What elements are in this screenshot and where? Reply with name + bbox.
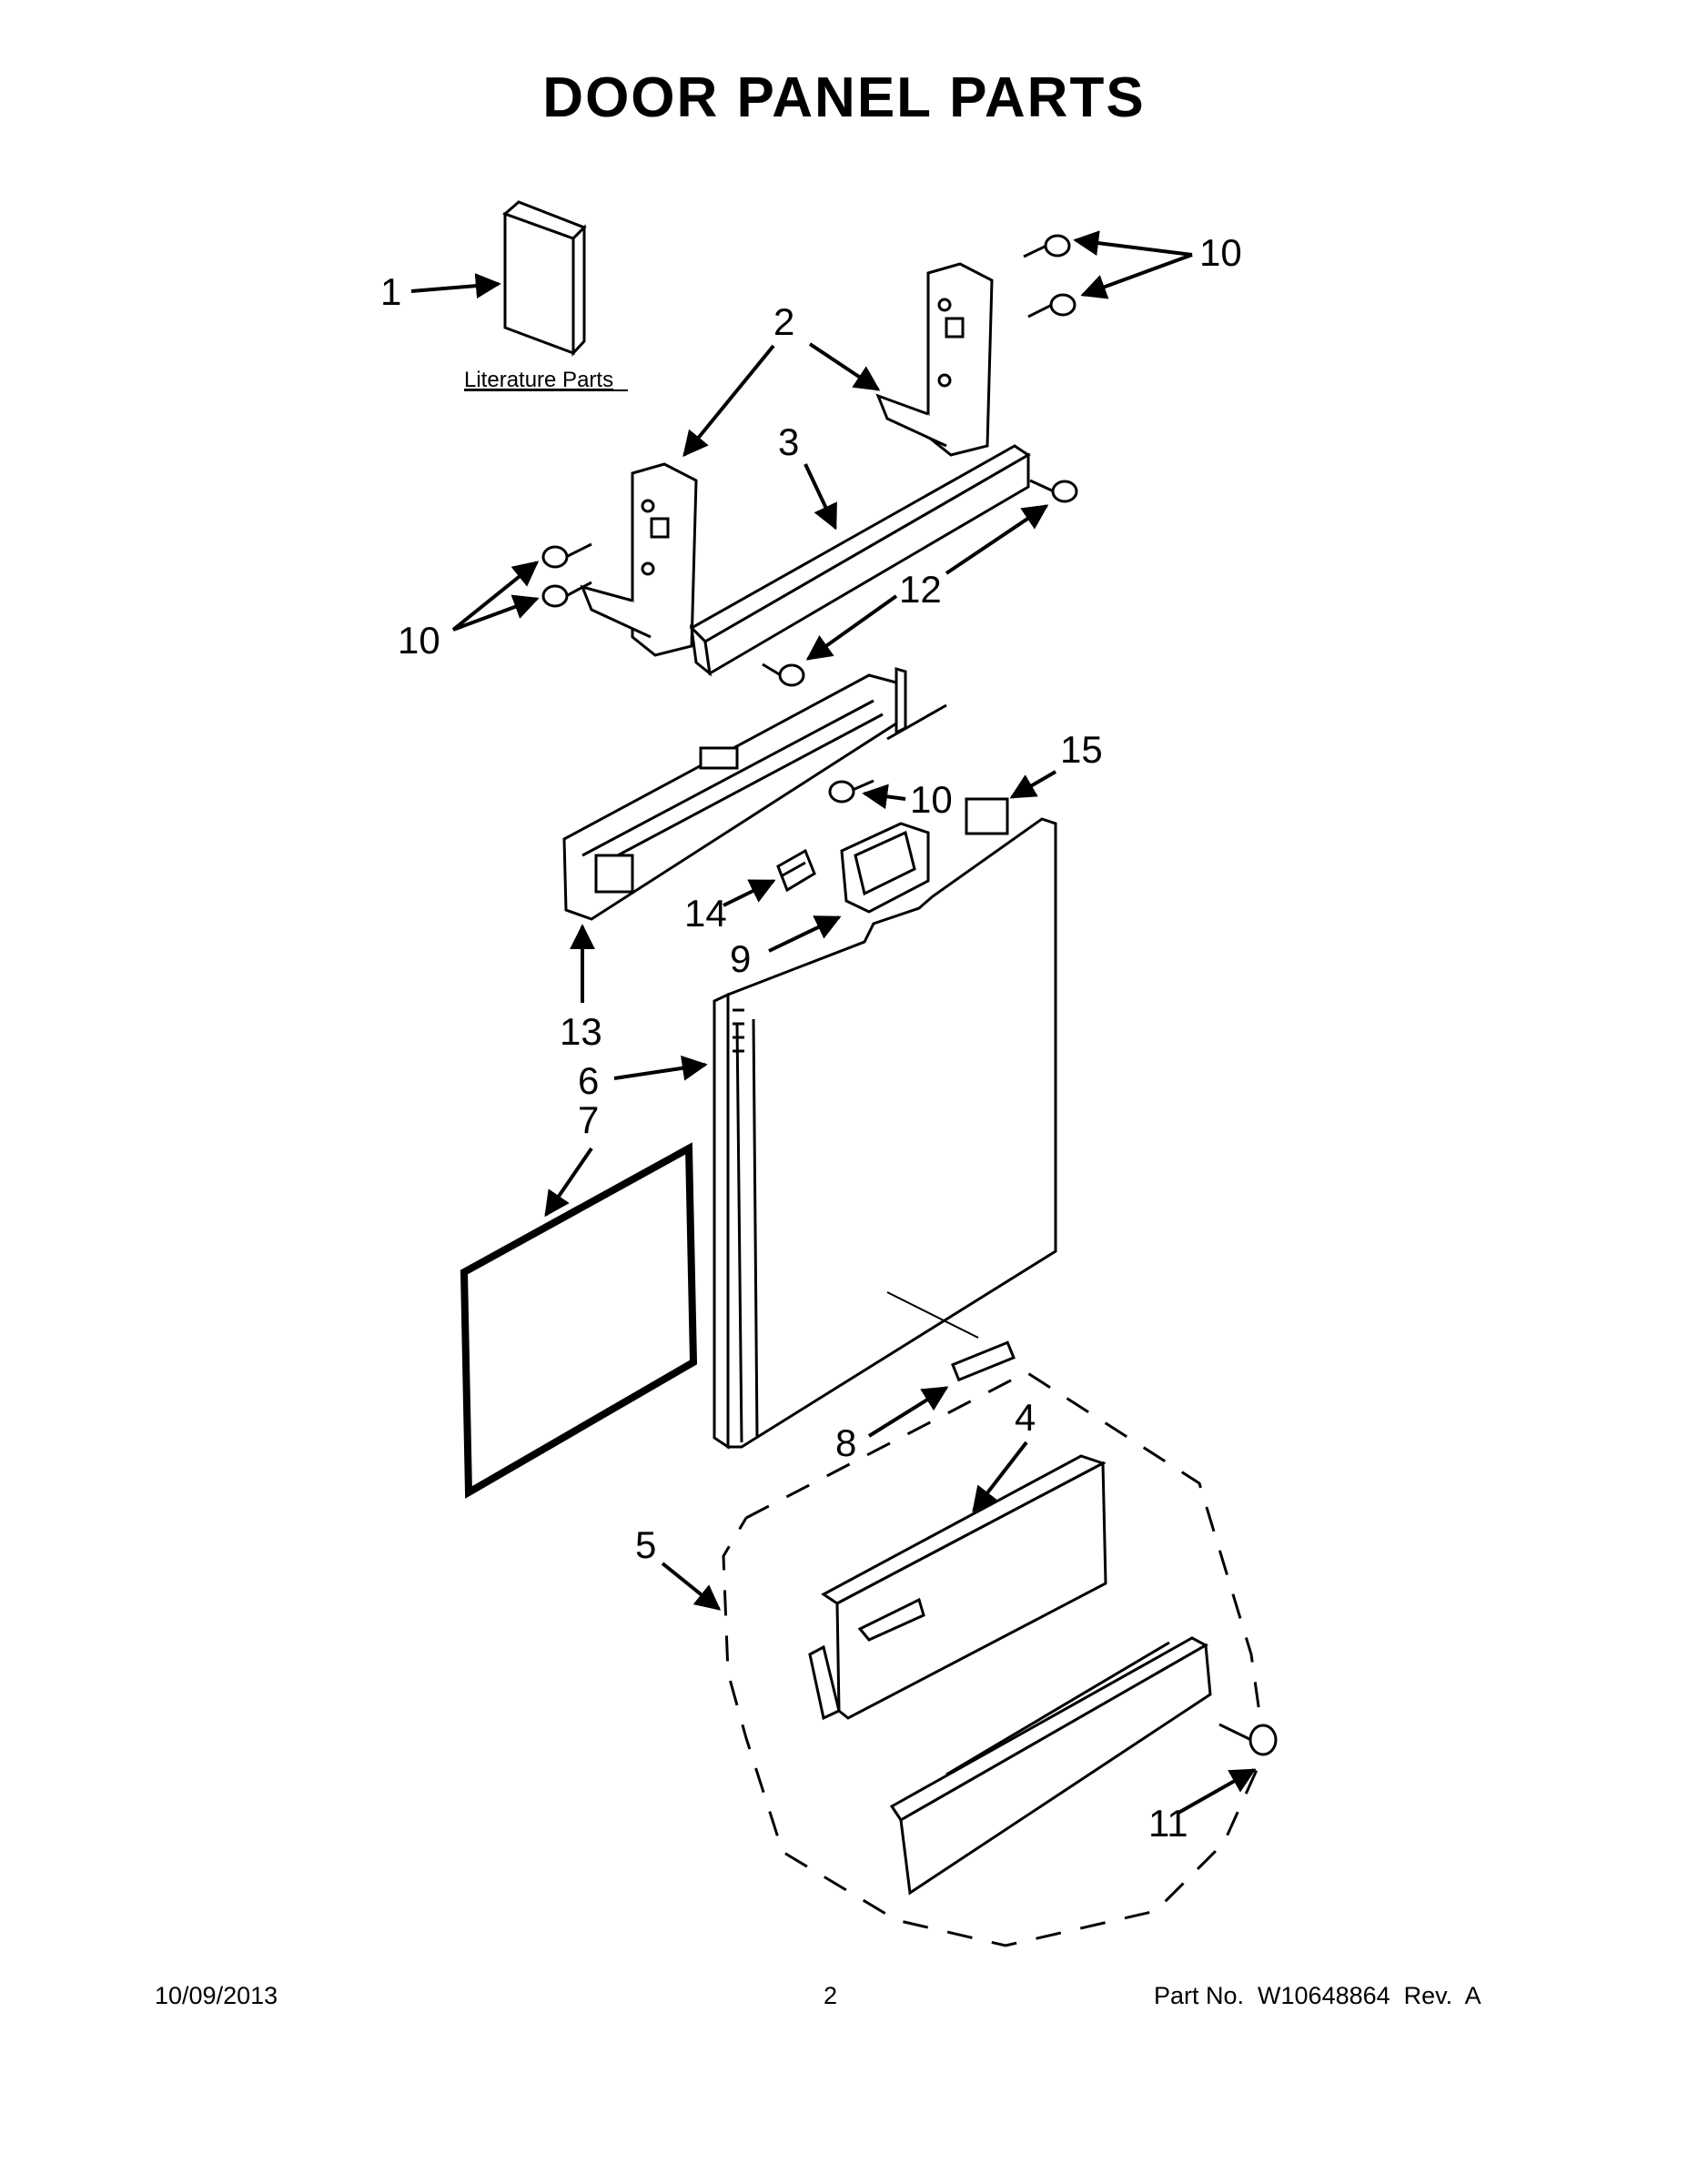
callout-10-top: 10: [1199, 231, 1242, 274]
callout-2: 2: [773, 300, 794, 343]
toe-panel: [808, 1454, 1107, 1721]
door-latch: [776, 848, 816, 893]
nameplate: [951, 1340, 1016, 1382]
callout-10-left: 10: [398, 619, 440, 662]
footer-part-number: Part No. W10648864 Rev. A: [1154, 1982, 1481, 2009]
callout-15: 15: [1060, 728, 1103, 771]
control-housing: [562, 666, 947, 921]
screw-10-left-1: [541, 542, 592, 569]
callout-13: 13: [560, 1010, 602, 1053]
door-channel: [689, 444, 1031, 677]
callout-10-mid: 10: [910, 778, 953, 821]
screw-12-right: [1029, 479, 1078, 503]
screw-10-top-2: [1027, 293, 1076, 318]
callout-3: 3: [778, 420, 799, 463]
access-panel: [460, 1142, 698, 1499]
screw-10-mid: [828, 779, 874, 804]
screw-12-left: [762, 662, 805, 687]
screw-10-top-1: [1023, 234, 1071, 258]
hinge-bracket-left: [580, 462, 698, 657]
callout-11: 11: [1148, 1802, 1188, 1845]
callout-12: 12: [899, 568, 942, 611]
callout-8: 8: [835, 1421, 856, 1464]
literature-book: [502, 200, 587, 357]
callout-14: 14: [684, 892, 727, 935]
callout-9: 9: [730, 937, 751, 980]
handle-cover: [840, 822, 930, 914]
leader-arrows: [410, 230, 1257, 1815]
door-panel: [713, 817, 1057, 1450]
literature-label: Literature Parts: [464, 368, 613, 392]
footer-page-number: 2: [824, 1982, 838, 2009]
screws: [541, 234, 1078, 804]
kickplate: [889, 1636, 1212, 1896]
callout-4: 4: [1015, 1396, 1036, 1439]
page-title: DOOR PANEL PARTS: [542, 66, 1146, 129]
callout-6: 6: [578, 1059, 599, 1102]
kit-outline: [722, 1370, 1267, 1947]
footer-date: 10/09/2013: [155, 1982, 278, 2009]
callout-1: 1: [380, 270, 401, 313]
label-pad: [965, 797, 1009, 835]
hinge-bracket-right: [875, 262, 994, 457]
screw-11: [1218, 1723, 1278, 1756]
callout-7: 7: [578, 1098, 599, 1141]
callout-5: 5: [635, 1523, 656, 1566]
screw-10-left-2: [541, 581, 592, 608]
